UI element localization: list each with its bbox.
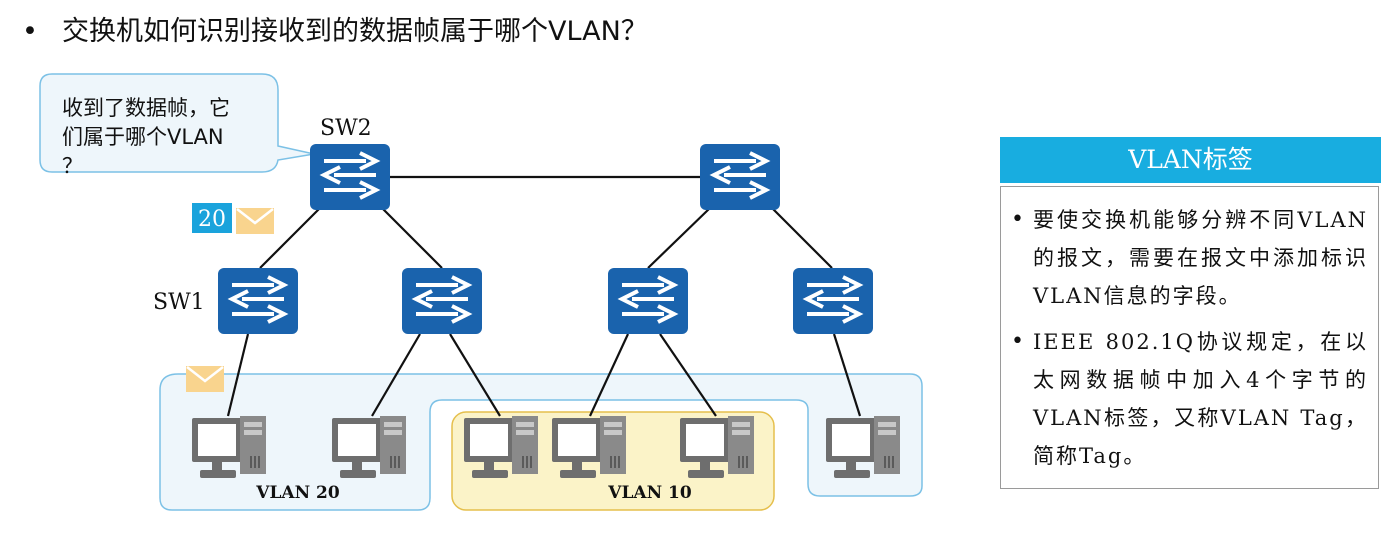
vlan-tag-box bbox=[192, 203, 232, 233]
panel-item: • IEEE 802.1Q协议规定，在以太网数据帧中加入4个字节的VLAN标签，… bbox=[1011, 323, 1368, 475]
switch-icon bbox=[308, 142, 392, 212]
switch-icon bbox=[606, 266, 690, 336]
switch-icon bbox=[216, 266, 300, 336]
page-title: • 交换机如何识别接收到的数据帧属于哪个VLAN？ bbox=[22, 14, 648, 50]
panel-bullet: • bbox=[1011, 207, 1024, 232]
panel-body: • 要使交换机能够分辨不同VLAN的报文，需要在报文中添加标识VLAN信息的字段… bbox=[1000, 186, 1379, 489]
panel-header: VLAN标签 bbox=[1000, 137, 1381, 183]
link-swr-sw4 bbox=[647, 207, 711, 269]
vlan10-label: VLAN 10 bbox=[607, 483, 692, 503]
sw1-label: SW1 bbox=[153, 290, 205, 315]
link-sw5-pc6 bbox=[832, 333, 862, 417]
link-sw3-pc3 bbox=[449, 333, 501, 417]
sw2-label: SW2 bbox=[320, 116, 372, 141]
panel-item-text: 要使交换机能够分辨不同VLAN的报文，需要在报文中添加标识VLAN信息的字段。 bbox=[1033, 208, 1368, 308]
switch-icon bbox=[698, 142, 782, 212]
link-sw4-pc4 bbox=[589, 333, 629, 417]
link-sw2-sw1 bbox=[259, 207, 321, 269]
title-bullet: • bbox=[22, 16, 38, 47]
panel-item: • 要使交换机能够分辨不同VLAN的报文，需要在报文中添加标识VLAN信息的字段… bbox=[1011, 201, 1368, 315]
speech-bubble bbox=[39, 73, 315, 173]
switch-icon bbox=[791, 266, 875, 336]
bubble-text: 收到了数据帧，它 们属于哪个VLAN ？ bbox=[62, 94, 272, 181]
link-sw2-sw3 bbox=[381, 207, 443, 269]
vlan-tag-text: 20 bbox=[198, 207, 226, 232]
links bbox=[226, 175, 862, 417]
bubble-line-1: 收到了数据帧，它 bbox=[62, 96, 230, 120]
envelope-icon bbox=[234, 206, 276, 236]
title-text: 交换机如何识别接收到的数据帧属于哪个VLAN？ bbox=[62, 16, 648, 47]
bubble-line-2: 们属于哪个VLAN bbox=[62, 125, 224, 149]
panel-item-text: IEEE 802.1Q协议规定，在以太网数据帧中加入4个字节的VLAN标签，又称… bbox=[1033, 330, 1368, 468]
switch-icon bbox=[400, 266, 484, 336]
panel-bullet: • bbox=[1011, 329, 1024, 354]
link-sw4-pc5 bbox=[659, 333, 717, 417]
vlan20-label: VLAN 20 bbox=[255, 483, 340, 503]
link-sw1-pc1 bbox=[226, 333, 250, 417]
bubble-line-3: ？ bbox=[62, 154, 83, 178]
envelope-icon bbox=[184, 364, 226, 394]
link-swr-sw5 bbox=[771, 207, 833, 269]
link-sw3-pc2 bbox=[371, 333, 421, 417]
